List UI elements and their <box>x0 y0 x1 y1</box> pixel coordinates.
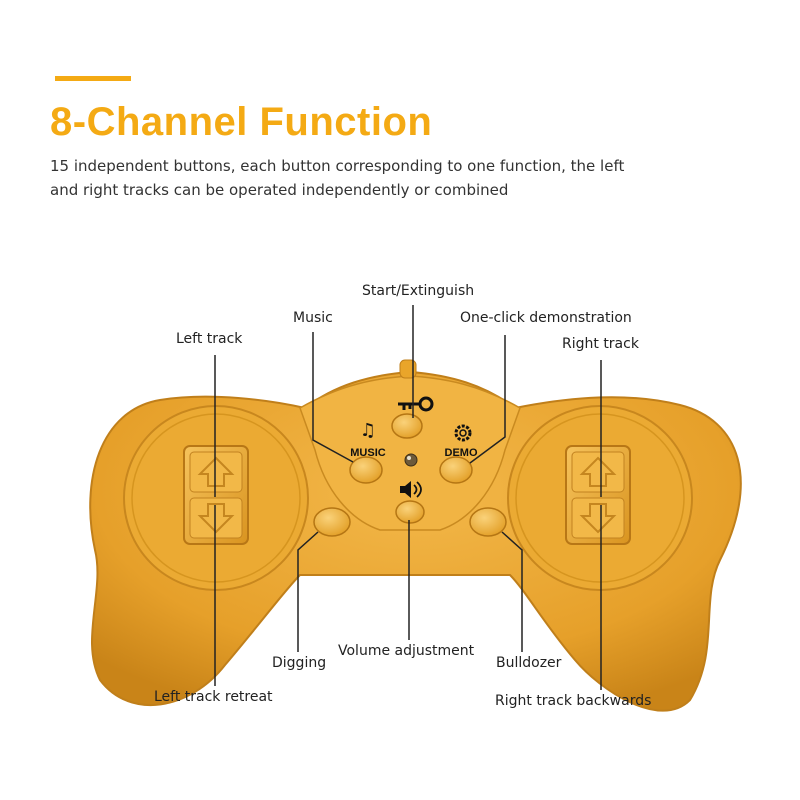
page-subtitle: 15 independent buttons, each button corr… <box>50 154 750 202</box>
leader-music <box>312 332 354 463</box>
leader-demo <box>469 335 506 464</box>
left-track-backward-button[interactable] <box>189 497 243 539</box>
label-right-track: Right track <box>562 336 639 352</box>
label-digging: Digging <box>272 655 327 671</box>
gear-icon <box>454 424 472 442</box>
label-demo: One-click demonstration <box>460 310 632 326</box>
music-button[interactable] <box>349 456 383 484</box>
indicator-light <box>404 453 418 467</box>
left-track-forward-button[interactable] <box>189 451 243 493</box>
label-left-retreat: Left track retreat <box>154 689 273 705</box>
leader-lines <box>214 305 602 690</box>
label-bulldozer: Bulldozer <box>496 655 562 671</box>
right-track-backward-button[interactable] <box>571 497 625 539</box>
speaker-icon <box>400 481 422 498</box>
right-track-forward-button[interactable] <box>571 451 625 493</box>
page-title: 8-Channel Function <box>50 100 433 144</box>
label-start: Start/Extinguish <box>362 283 475 299</box>
up-arrow-icon <box>197 456 235 487</box>
label-volume: Volume adjustment <box>338 643 475 659</box>
down-arrow-icon <box>579 503 617 534</box>
label-right-backwards: Right track backwards <box>495 693 652 709</box>
leader-bulldozer <box>501 531 523 652</box>
subtitle-line-2: and right tracks can be operated indepen… <box>50 181 509 199</box>
label-music: Music <box>293 310 333 326</box>
music-note-icon: ♫ <box>360 420 376 441</box>
leader-digging <box>297 531 319 652</box>
subtitle-line-1: 15 independent buttons, each button corr… <box>50 157 625 175</box>
down-arrow-icon <box>197 503 235 534</box>
key-icon <box>398 396 434 412</box>
indicator-light-glare <box>407 456 411 460</box>
up-arrow-icon <box>579 456 617 487</box>
label-left-track: Left track <box>176 331 243 347</box>
volume-button[interactable] <box>395 500 425 524</box>
digging-button[interactable] <box>313 507 351 537</box>
start-button[interactable] <box>391 413 423 439</box>
accent-bar <box>55 76 131 81</box>
bulldozer-button[interactable] <box>469 507 507 537</box>
demo-text: DEMO <box>445 447 478 459</box>
music-text: MUSIC <box>350 447 386 459</box>
demo-button[interactable] <box>439 456 473 484</box>
